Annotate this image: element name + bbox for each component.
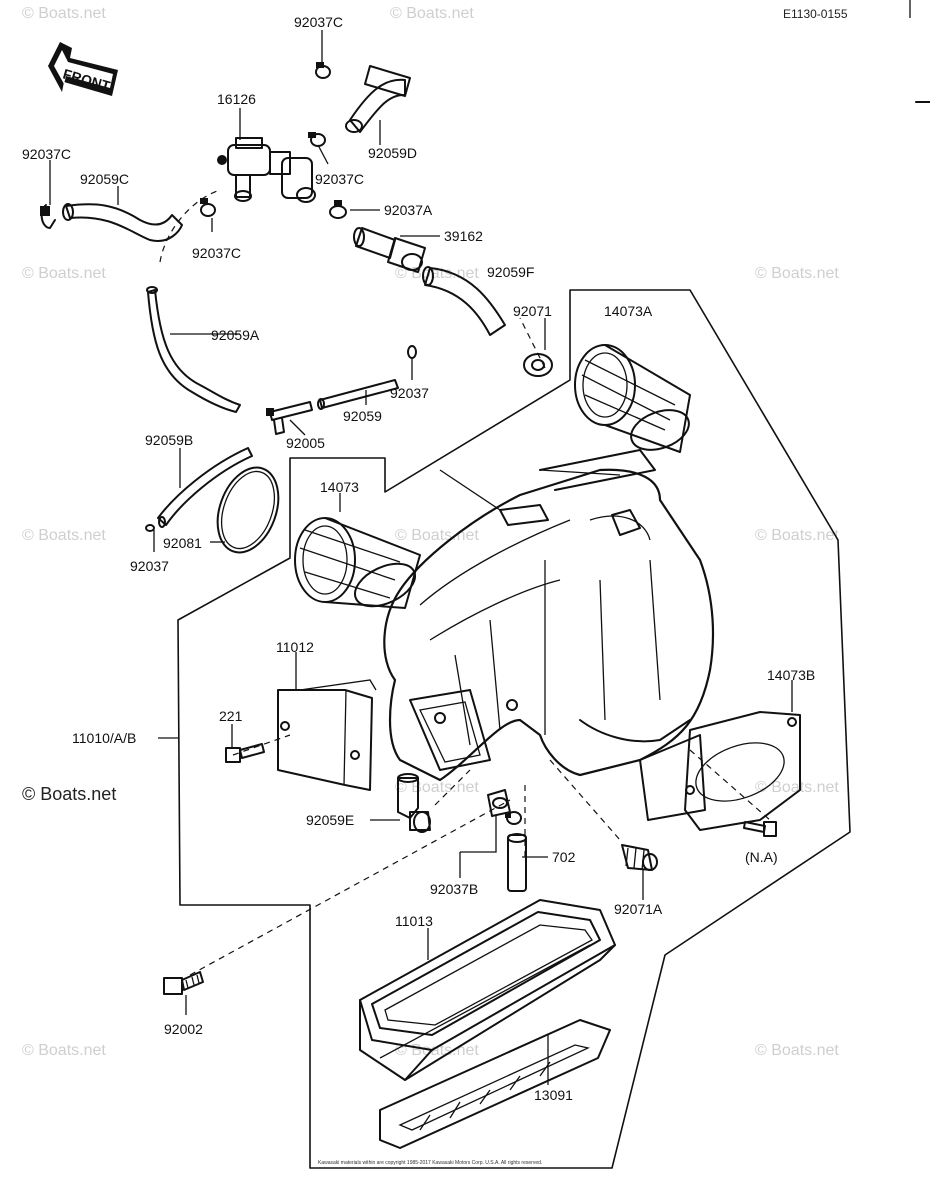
dashed-connectors xyxy=(159,189,771,976)
watermark: © Boats.net xyxy=(390,5,474,22)
fitting-92005 xyxy=(266,401,313,435)
part-label: 14073A xyxy=(604,303,653,319)
watermark: © Boats.net xyxy=(395,1042,479,1059)
leader-lines xyxy=(49,30,793,1085)
watermark: © Boats.net xyxy=(755,1042,839,1059)
part-label: 92059E xyxy=(306,812,354,828)
elbow-92059e xyxy=(397,773,431,833)
part-label: 92059F xyxy=(487,264,534,280)
duct-14073b xyxy=(639,711,801,831)
hose-92059b xyxy=(145,447,253,532)
copyright-text: Kawasaki materials within are copyright … xyxy=(318,1160,542,1166)
part-label: 39162 xyxy=(444,228,483,244)
watermark-dark: © Boats.net xyxy=(22,784,116,804)
part-label: 16126 xyxy=(217,91,256,107)
part-label: 92037 xyxy=(130,558,169,574)
assembly-outline xyxy=(177,289,851,1169)
part-labels: 92037C 16126 92037C 92059C 92059D 92037C… xyxy=(22,14,815,1103)
part-label: (N.A) xyxy=(745,849,778,865)
part-label: 13091 xyxy=(534,1087,573,1103)
watermark: © Boats.net xyxy=(22,527,106,544)
part-label: 11010/A/B xyxy=(72,730,136,746)
part-label: 92037C xyxy=(22,146,71,162)
watermarks: © Boats.net © Boats.net © Boats.net © Bo… xyxy=(22,5,839,1059)
watermark: © Boats.net xyxy=(755,779,839,796)
part-label: 92059D xyxy=(368,145,417,161)
plug-92071a xyxy=(621,844,658,871)
hose-92059c xyxy=(40,203,183,242)
element-11013 xyxy=(359,899,616,1081)
hose-92059 xyxy=(317,379,399,410)
clamp-92037c xyxy=(200,198,216,217)
cover-11012 xyxy=(277,679,377,791)
watermark: © Boats.net xyxy=(755,265,839,282)
watermark: © Boats.net xyxy=(22,1042,106,1059)
watermark: © Boats.net xyxy=(755,527,839,544)
part-label: 92005 xyxy=(286,435,325,451)
part-label: 14073 xyxy=(320,479,359,495)
clamp-92037c xyxy=(308,132,326,147)
part-label: 702 xyxy=(552,849,576,865)
part-label: 92071A xyxy=(614,901,663,917)
screw xyxy=(743,821,777,837)
clamp-92037 xyxy=(407,345,417,359)
part-label: 11013 xyxy=(395,913,433,929)
valve-16126 xyxy=(217,137,316,203)
fitting-39162 xyxy=(353,227,426,273)
part-label: 11012 xyxy=(276,639,314,655)
part-label: 14073B xyxy=(767,667,815,683)
grommet-92071 xyxy=(523,353,553,377)
part-label: 92002 xyxy=(164,1021,203,1037)
part-label: 92037C xyxy=(315,171,364,187)
air-box-housing xyxy=(383,449,715,817)
figure-id: E1130-0155 xyxy=(783,7,848,21)
part-label: 92037C xyxy=(294,14,343,30)
clamp-92037c xyxy=(315,62,331,79)
clamp-92037b xyxy=(505,811,522,825)
part-label: 92059 xyxy=(343,408,382,424)
part-label: 92059C xyxy=(80,171,129,187)
grill-13091 xyxy=(379,1019,611,1149)
watermark: © Boats.net xyxy=(22,265,106,282)
part-label: 92059B xyxy=(145,432,193,448)
hose-92059a xyxy=(146,286,241,413)
watermark: © Boats.net xyxy=(395,527,479,544)
watermark: © Boats.net xyxy=(395,779,479,796)
tube-702 xyxy=(507,833,527,892)
bolt-92002 xyxy=(163,971,204,995)
o-ring-92081 xyxy=(216,466,280,554)
part-label: 92059A xyxy=(211,327,260,343)
part-label: 221 xyxy=(219,708,243,724)
part-label: 92037C xyxy=(192,245,241,261)
front-arrow: FRONT xyxy=(48,42,118,96)
duct-14073a xyxy=(574,344,691,453)
part-label: 92081 xyxy=(163,535,202,551)
bolt-221 xyxy=(225,743,265,763)
hose-92059f xyxy=(422,266,506,336)
part-label: 92037B xyxy=(430,881,478,897)
hose-92059d xyxy=(345,65,411,133)
part-label: 92037A xyxy=(384,202,433,218)
part-label: 92071 xyxy=(513,303,552,319)
clamp-92037a xyxy=(329,200,347,219)
watermark: © Boats.net xyxy=(22,5,106,22)
part-label: 92037 xyxy=(390,385,429,401)
